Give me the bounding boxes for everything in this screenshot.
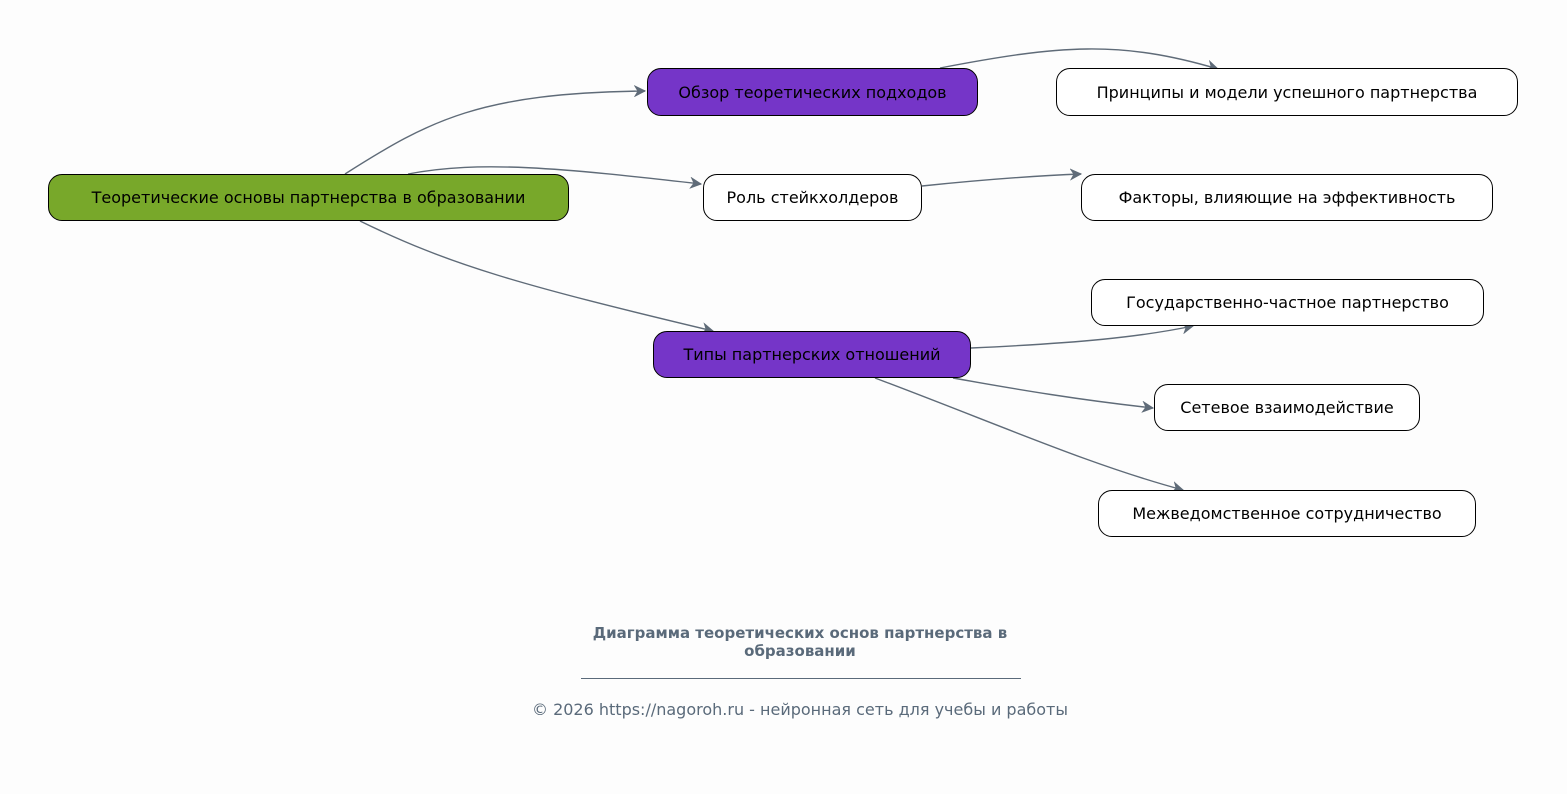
node-stakeholders[interactable]: Роль стейкхолдеров <box>703 174 922 221</box>
node-principles[interactable]: Принципы и модели успешного партнерства <box>1056 68 1518 116</box>
footer-divider <box>581 678 1021 679</box>
edge-types-to-ppp <box>970 326 1193 349</box>
node-partnership-types[interactable]: Типы партнерских отношений <box>653 331 971 378</box>
edge-overview-to-principles <box>939 48 1218 69</box>
edge-root-to-theory-overview <box>344 91 645 175</box>
copyright-text: © 2026 https://nagoroh.ru - нейронная се… <box>531 700 1068 719</box>
node-public-private[interactable]: Государственно-частное партнерство <box>1091 279 1484 326</box>
node-label: Обзор теоретических подходов <box>678 82 947 102</box>
edge-types-to-network <box>952 377 1153 408</box>
node-label: Факторы, влияющие на эффективность <box>1118 188 1456 207</box>
root-node[interactable]: Теоретические основы партнерства в образ… <box>48 174 569 221</box>
node-network[interactable]: Сетевое взаимодействие <box>1154 384 1420 431</box>
diagram-caption: Диаграмма теоретических основ партнерств… <box>592 624 1008 660</box>
edge-root-to-stakeholders <box>407 166 701 184</box>
node-interagency[interactable]: Межведомственное сотрудничество <box>1098 490 1476 537</box>
node-label: Принципы и модели успешного партнерства <box>1096 82 1478 102</box>
node-label: Типы партнерских отношений <box>683 345 941 364</box>
node-theory-overview[interactable]: Обзор теоретических подходов <box>647 68 978 116</box>
node-label: Сетевое взаимодействие <box>1180 398 1394 417</box>
root-node-label: Теоретические основы партнерства в образ… <box>91 188 526 207</box>
node-label: Роль стейкхолдеров <box>726 188 899 207</box>
node-label: Государственно-частное партнерство <box>1126 293 1449 312</box>
edge-types-to-interagency <box>874 377 1183 490</box>
edge-root-to-partnership-types <box>359 220 713 331</box>
edge-stakeholders-to-factors <box>921 174 1081 187</box>
node-label: Межведомственное сотрудничество <box>1132 504 1442 523</box>
node-factors[interactable]: Факторы, влияющие на эффективность <box>1081 174 1493 221</box>
